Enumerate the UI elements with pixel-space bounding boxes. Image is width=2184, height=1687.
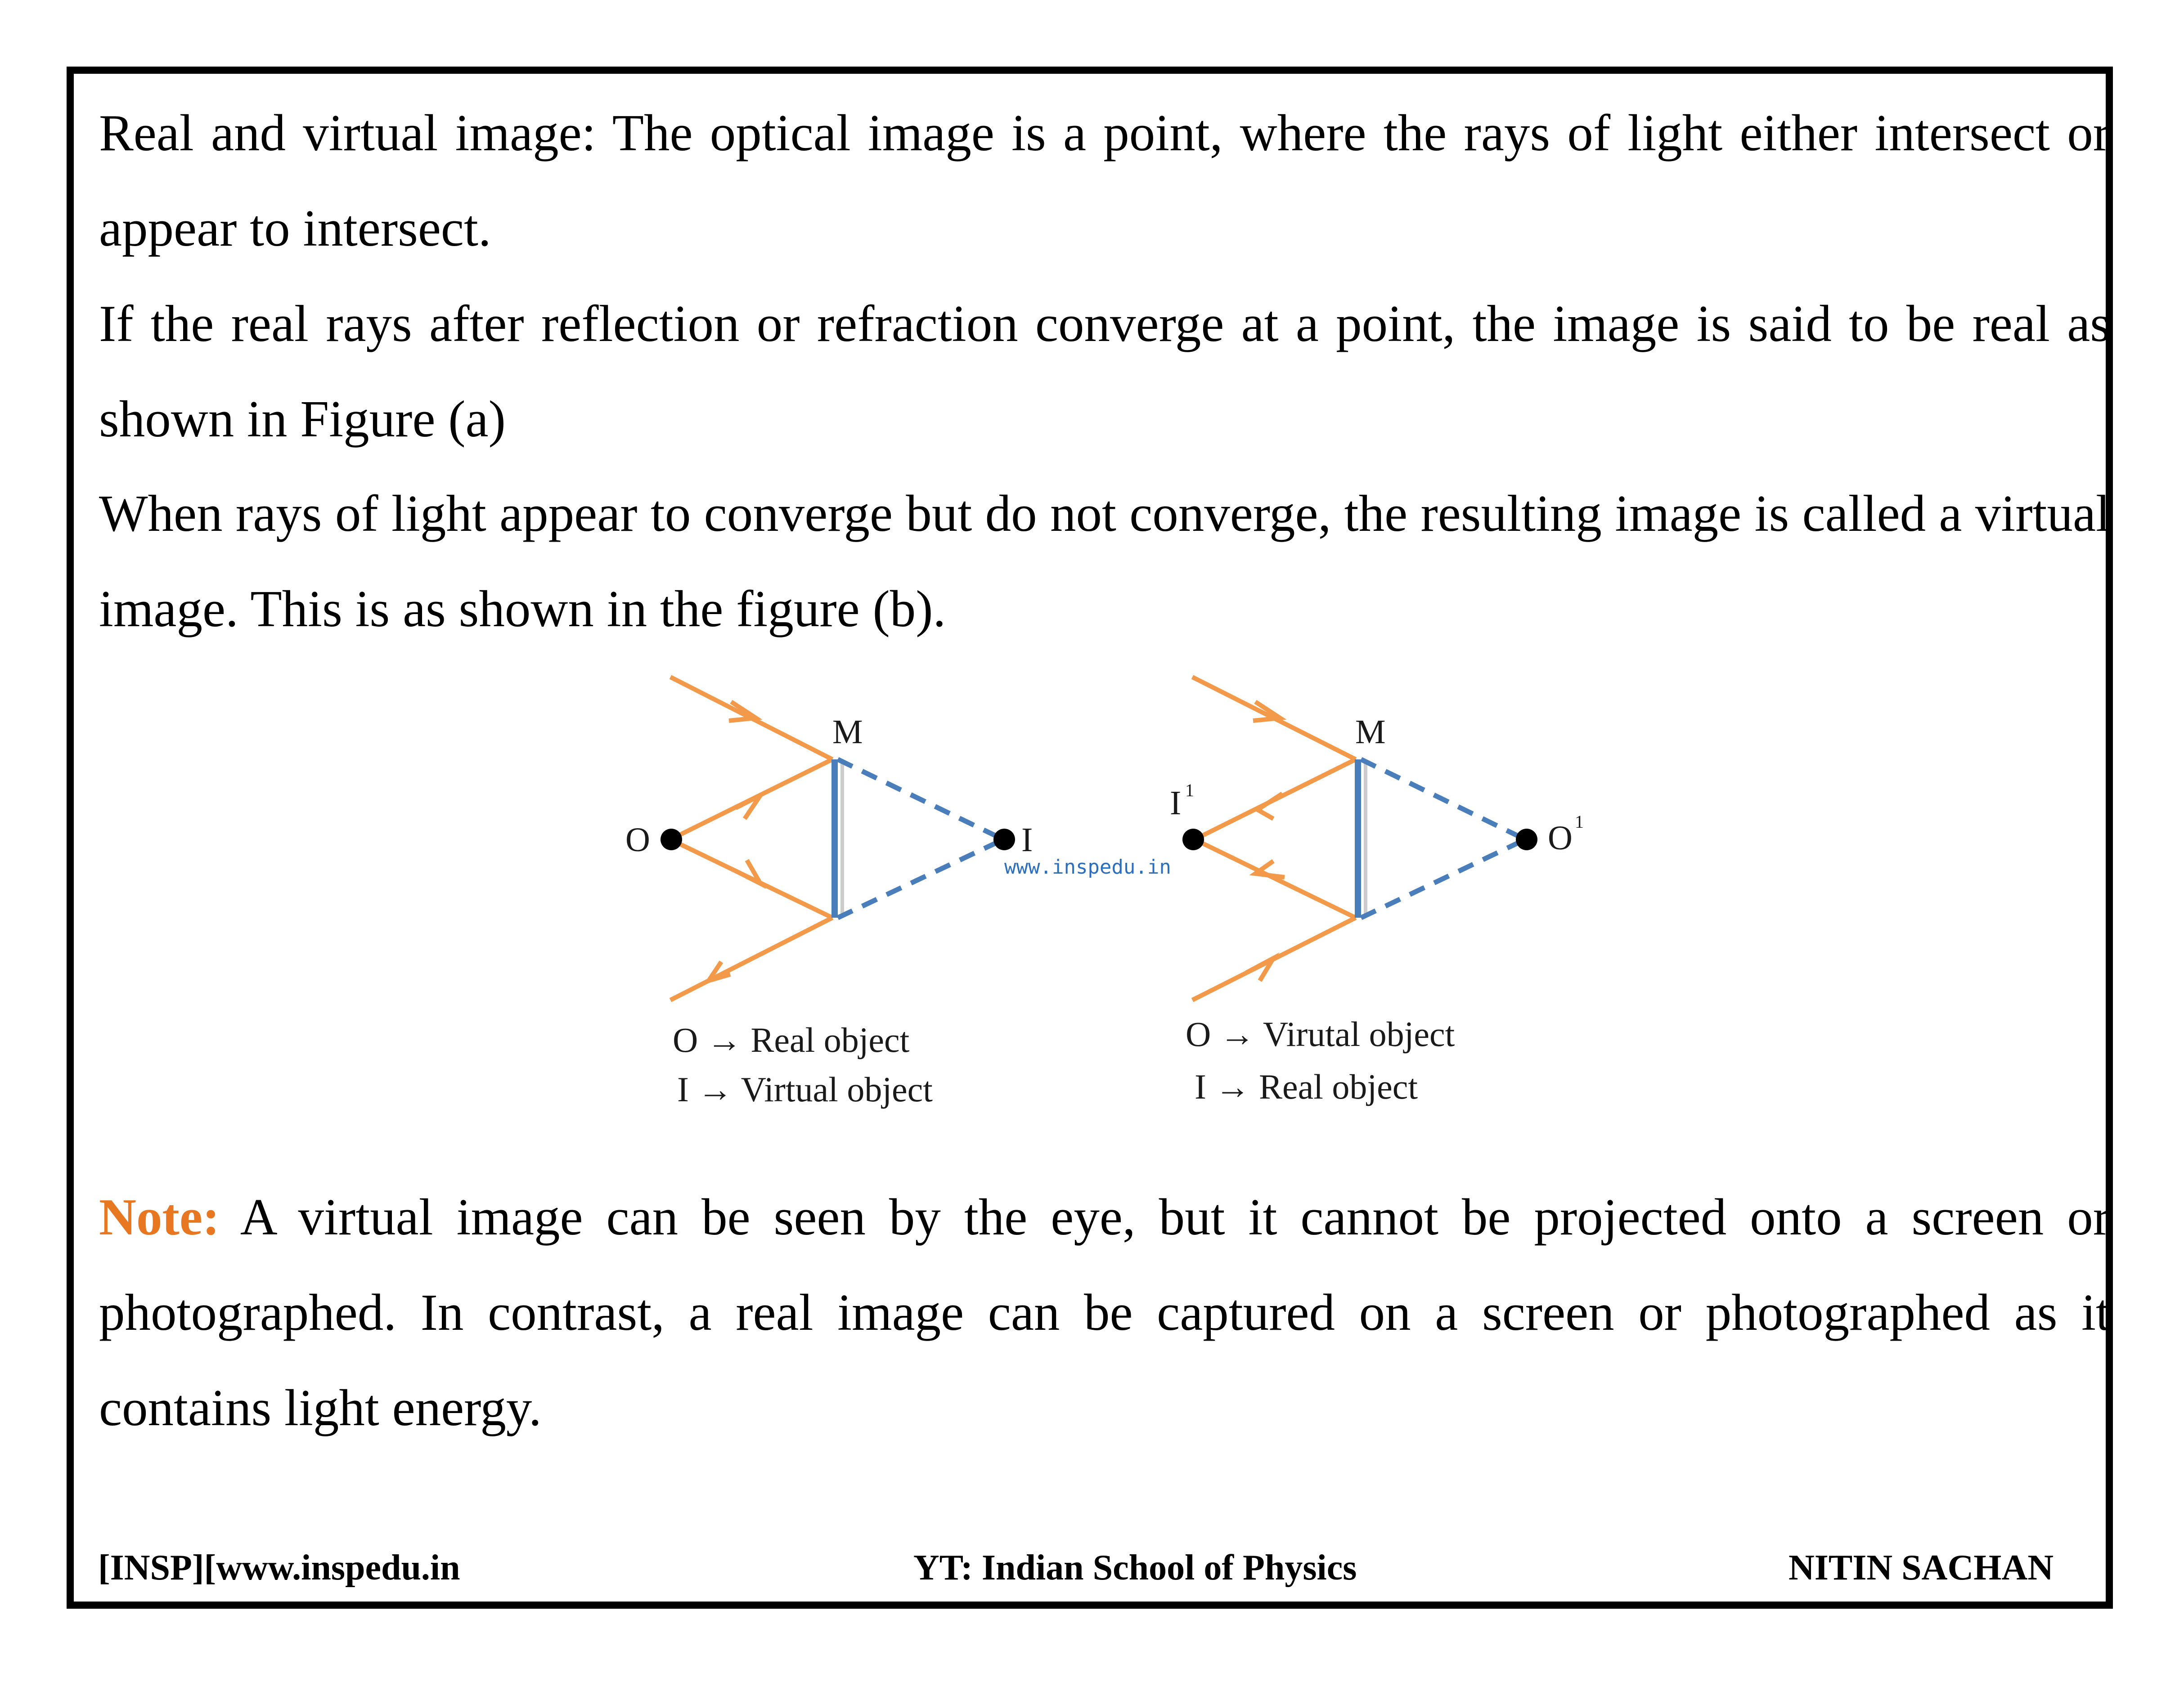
arrow-icon (1253, 791, 1284, 821)
ray-bottom-to-i (1193, 837, 1357, 920)
paragraph-virtual-image: When rays of light appear to converge bu… (99, 485, 2110, 637)
arrow-icon (734, 859, 766, 889)
arrow-icon (734, 789, 767, 820)
label-i-prime: I (1170, 784, 1181, 822)
note-label: Note: (99, 1189, 220, 1246)
figure-b: M I 1 O 1 O → Virutal object I → Real ob… (1170, 675, 1584, 1106)
paragraph-definition: Real and virtual image: The optical imag… (99, 104, 2110, 257)
note-text: A virtual image can be seen by the eye, … (99, 1189, 2110, 1436)
arrow-icon (1245, 952, 1280, 982)
label-o-superscript: 1 (1575, 812, 1584, 832)
point-o (661, 829, 682, 850)
label-o-prime: O (1548, 819, 1573, 857)
label-o: O (625, 821, 650, 859)
label-i: I (1021, 821, 1033, 859)
note-paragraph: Note: A virtual image can be seen by the… (99, 1170, 2110, 1456)
legend-real-object: I → Real object (1195, 1067, 1418, 1106)
footer-website: [INSP][www.inspedu.in (98, 1548, 460, 1588)
paragraph-real-image: If the real rays after reflection or ref… (99, 295, 2110, 448)
arrow-icon (728, 700, 763, 723)
label-m: M (1355, 713, 1386, 751)
dashed-extension-top (836, 757, 1005, 842)
label-m: M (832, 713, 863, 751)
legend-real-object: O → Real object (673, 1020, 910, 1059)
dashed-extension-bottom (1360, 837, 1527, 920)
arrow-icon (1249, 859, 1285, 879)
arrow-icon (703, 960, 731, 985)
footer-youtube: YT: Indian School of Physics (913, 1548, 1357, 1588)
outgoing-ray-bottom (669, 915, 834, 1002)
footer-author: NITIN SACHAN (1789, 1548, 2054, 1588)
watermark: www.inspedu.in (1004, 856, 1171, 879)
dashed-extension-top (1360, 757, 1527, 842)
figure-a: O M I O → Real object I → Virtual object (625, 675, 1033, 1109)
point-i-prime (1182, 829, 1204, 850)
label-i-superscript: 1 (1185, 780, 1194, 800)
legend-virtual-object: O → Virutal object (1186, 1014, 1455, 1054)
arrow-icon (1253, 700, 1287, 723)
dashed-extension-bottom (836, 837, 1005, 920)
page-border (67, 67, 2113, 1609)
legend-virtual-object: I → Virtual object (677, 1070, 933, 1109)
point-o-prime (1516, 829, 1537, 850)
point-i (993, 829, 1015, 850)
